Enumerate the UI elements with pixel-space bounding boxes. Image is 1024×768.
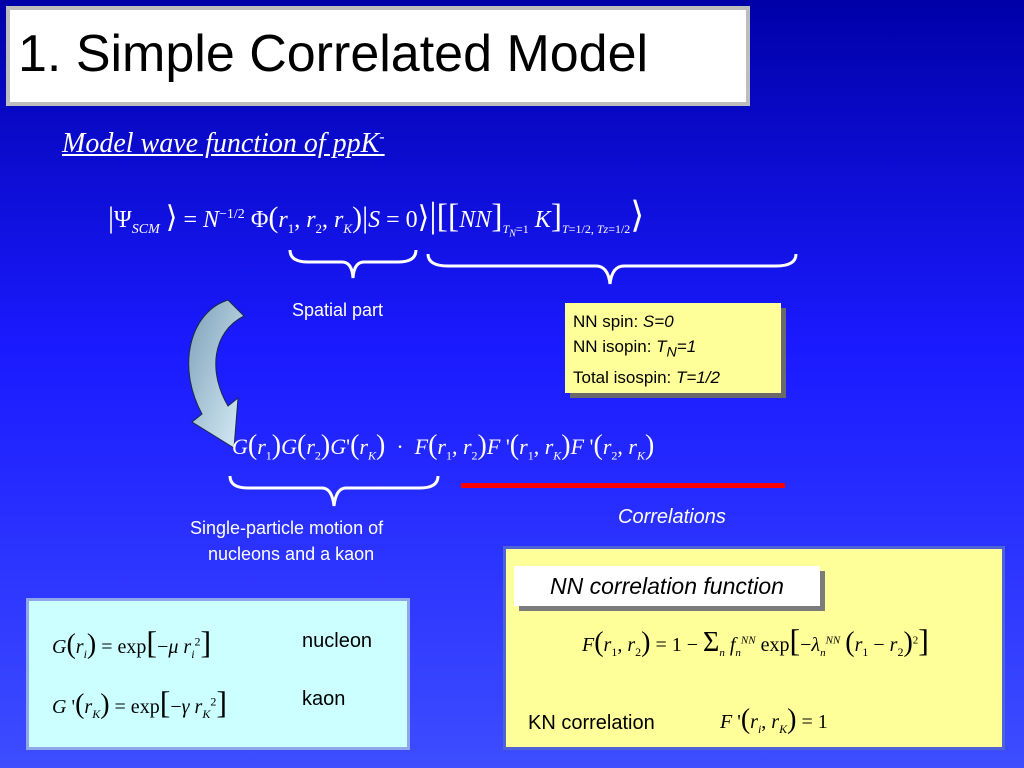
total-isospin-line: Total isospin: T=1/2 [573, 368, 720, 388]
slide-subtitle: Model wave function of ppK- [62, 128, 385, 159]
spatial-expansion-equation: G(r1)G(r2)G'(rK) · F(r1, r2)F '(r1, rK)F… [232, 430, 655, 463]
brace-spin-isospin [426, 253, 798, 285]
kaon-label: kaon [302, 688, 346, 710]
brace-spatial [288, 249, 418, 279]
spin-isospin-box: NN spin: S=0 NN isopin: TN=1 Total isosp… [565, 303, 781, 393]
nucleon-equation: G(ri) = exp[−μ ri2] [52, 624, 212, 661]
nn-correlation-equation: F(r1, r2) = 1 − Σn fnNN exp[−λnNN (r1 − … [582, 622, 929, 659]
kn-correlation-label: KN correlation [528, 712, 655, 734]
title-box [6, 6, 750, 106]
correlations-underline [461, 483, 785, 488]
spatial-part-label: Spatial part [292, 300, 384, 320]
nn-isospin-line: NN isopin: TN=1 [573, 337, 697, 361]
kaon-equation: G '(rK) = exp[−γ rK2] [52, 684, 227, 721]
main-wave-function-equation: |ΨSCM ⟩ = N−1/2 Φ(r1, r2, rK)|S = 0⟩|[[N… [108, 195, 645, 240]
nn-correlation-function-tag: NN correlation function [514, 566, 820, 606]
single-particle-label-line2: nucleons and a kaon [208, 544, 375, 564]
single-particle-label-line1: Single-particle motion of [190, 518, 384, 538]
slide-title: 1. Simple Correlated Model [18, 25, 649, 83]
curved-arrow-icon [188, 299, 245, 449]
single-particle-panel [26, 598, 410, 750]
correlations-label: Correlations [618, 506, 726, 528]
nn-spin-line: NN spin: S=0 [573, 312, 674, 331]
nucleon-label: nucleon [302, 630, 373, 652]
kn-correlation-equation: F '(ri, rK) = 1 [720, 704, 828, 736]
brace-single-particle [228, 475, 440, 507]
